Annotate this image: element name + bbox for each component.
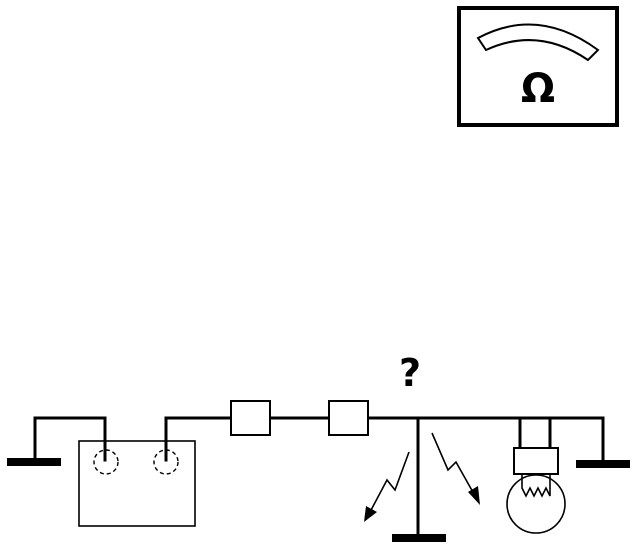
ohmmeter-scale-arc [476,23,600,62]
battery-body [78,440,196,527]
bulb [506,416,605,534]
bulb-socket [513,447,559,475]
short-to-ground [364,416,480,542]
ohmmeter: Ω [457,6,619,127]
bulb-glass [506,474,566,534]
wire-positive [164,416,233,462]
battery-terminal-negative [93,449,119,475]
ohm-symbol: Ω [521,66,555,112]
fault-question-mark: ? [399,351,421,395]
left-ground [7,416,107,466]
battery [78,440,196,527]
connector-1 [230,400,271,436]
bulb-filament [521,474,551,498]
connector-2 [328,400,369,436]
right-ground [576,460,630,468]
